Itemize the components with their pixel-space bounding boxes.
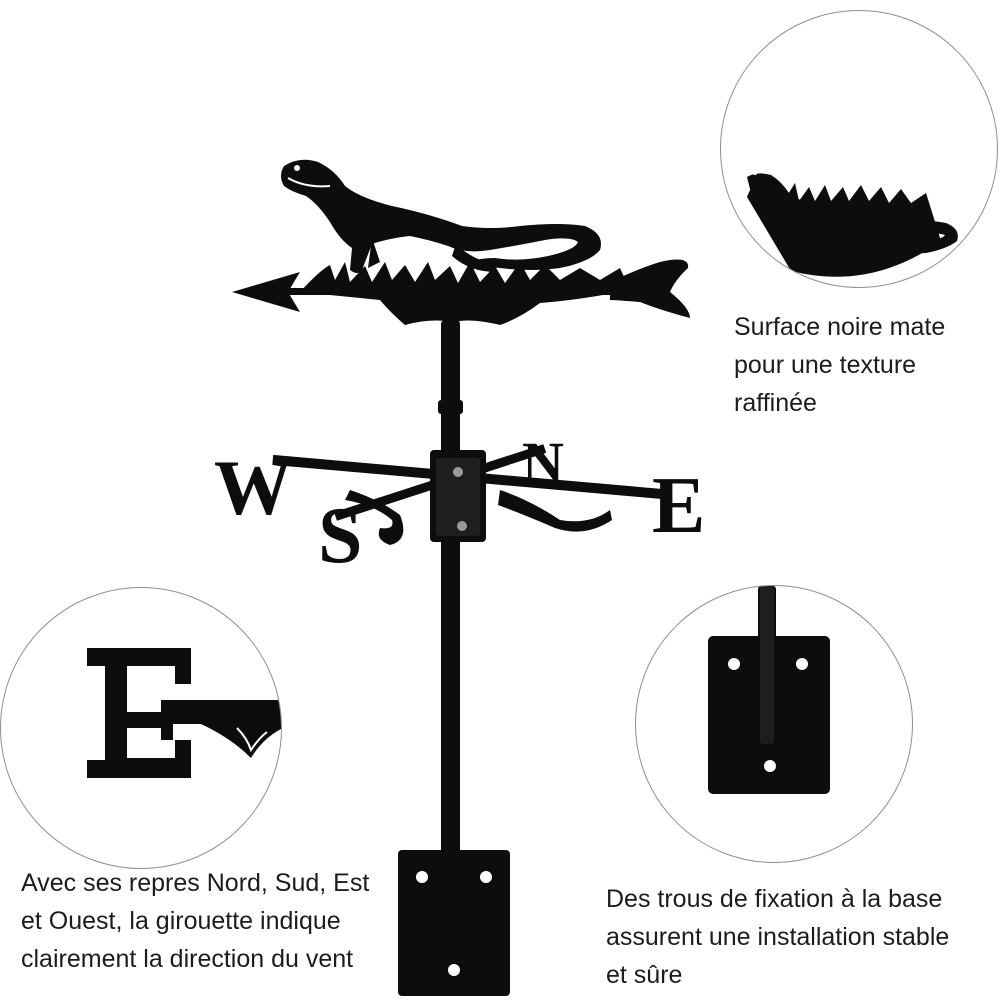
base-hole-bottom [448,964,460,976]
scroll-ornament-left [345,490,404,545]
lizard-leg [368,238,380,268]
zoom-circle-east-letter [0,587,282,869]
zoom-circle-lizard [720,10,998,288]
scroll-ornament-right [498,490,612,532]
arrow-tail [610,259,690,318]
lizard-eye [294,165,300,171]
pole-collar [438,400,463,414]
compass-west: W [214,444,292,531]
hub-plate [436,458,480,536]
caption-matte-finish: Surface noire mate pour une texture raff… [734,313,946,417]
zoom-circle-base-plate [635,585,913,863]
lizard-mouth [287,177,331,188]
hub-bolt-top [453,467,463,477]
arrow-head [232,272,300,312]
base-hole-top-left [416,871,428,883]
lizard-detail-image [747,171,958,277]
hub-bolt-bottom [457,521,467,531]
caption-mounting-holes: Des trous de fixation à la base assurent… [606,885,950,989]
base-hole-top-right [480,871,492,883]
grass-tuft [300,262,630,325]
east-letter-detail-image [87,648,281,778]
lizard [281,159,601,273]
caption-compass-directions: Avec ses repres Nord, Sud, Est et Ouest,… [21,869,370,973]
compass-south: S [318,492,363,580]
base-plate-detail-image [708,586,830,794]
lizard-hind-leg [452,244,496,272]
compass-east: E [652,462,705,550]
base-plate [398,850,510,996]
compass-north: N [522,430,564,495]
